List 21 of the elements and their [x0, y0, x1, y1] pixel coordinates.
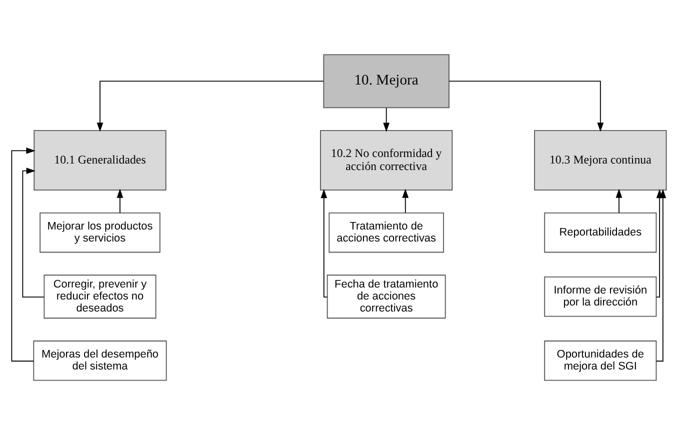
- arrow: [116, 188, 124, 213]
- node-box: Oportunidades de mejora del SGI: [544, 340, 657, 380]
- arrow: [383, 107, 390, 132]
- arrow: [320, 188, 328, 298]
- arrow: [22, 167, 44, 298]
- arrow: [402, 188, 409, 213]
- node-box: Reportabilidades: [544, 212, 657, 252]
- arrow: [616, 188, 622, 213]
- node-box: 10.3 Mejora continua: [534, 130, 667, 190]
- node-box: Informe de revisión por la dirección: [544, 276, 657, 316]
- node-box: Corregir, prevenir y reducir efectos no deseados: [44, 274, 156, 318]
- node-box: Tratamiento de acciones correctivas: [328, 212, 444, 252]
- node-box: 10.1 Generalidades: [34, 130, 166, 190]
- arrow: [11, 147, 36, 362]
- node-box: 10. Mejora: [323, 54, 450, 108]
- node-box: Mejoras del desempeño del sistema: [33, 340, 167, 380]
- node-box: 10.2 No conformidad y acción correctiva: [320, 130, 453, 190]
- node-box: Fecha de tratamiento de acciones correctivas: [326, 274, 446, 318]
- arrow: [448, 80, 604, 132]
- arrow: [96, 80, 324, 132]
- node-box: Mejorar los productos y servicios: [40, 212, 160, 252]
